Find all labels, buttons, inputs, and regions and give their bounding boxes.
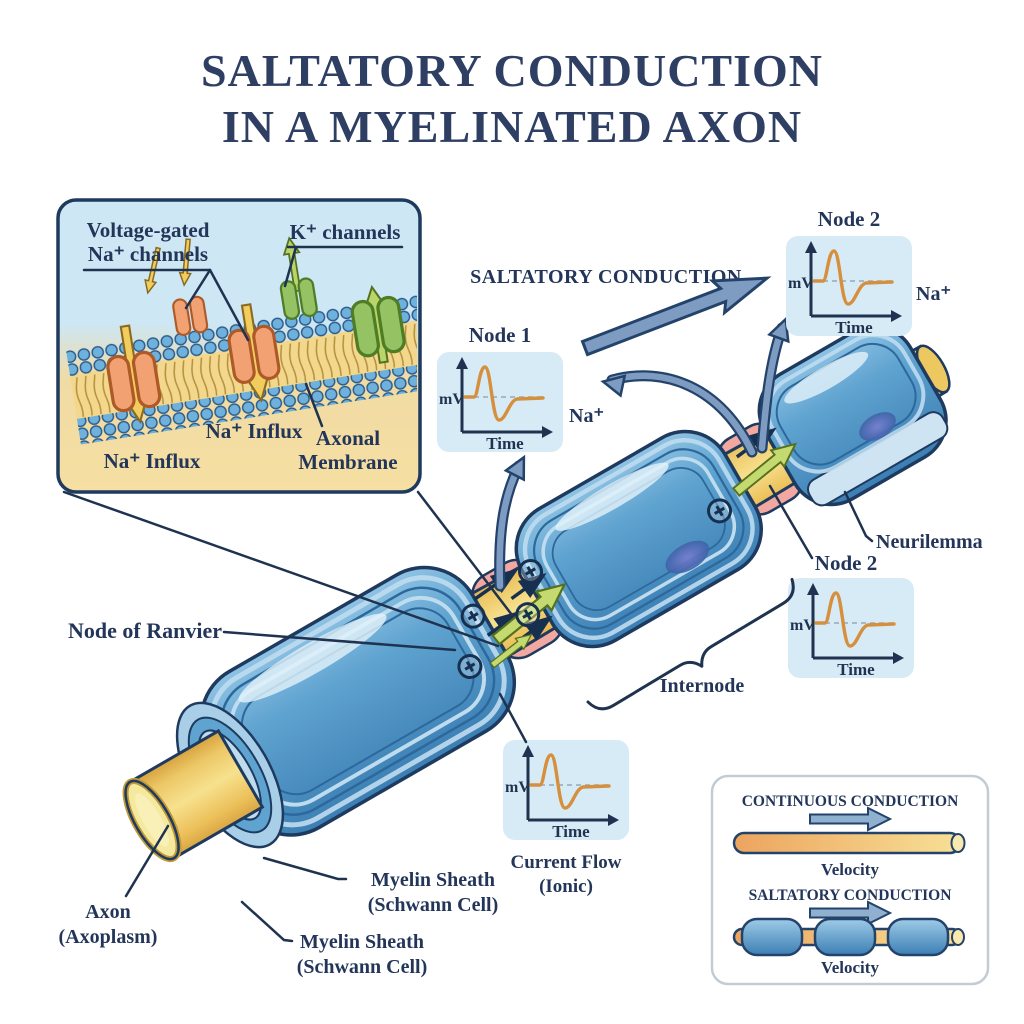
velocity-arrow-icon (809, 806, 893, 832)
graph-caption: Current Flow(Ionic) (511, 852, 622, 897)
myelinated-axon-icon (732, 917, 965, 957)
y-axis-label: mV (790, 617, 815, 634)
schwann-cell-nucleus (859, 412, 896, 441)
inset-label-k-channels: K⁺ channels (290, 220, 401, 244)
velocity-arrow-icon (809, 900, 893, 926)
graph-current-flow: mV Time Current Flow(Ionic) (501, 738, 631, 897)
graph-node-1: Node 1 mV Time Na⁺ (435, 323, 604, 454)
graph-node-2-right: Node 2 mV Time (786, 551, 916, 680)
label-node-of-ranvier: Node of Ranvier (68, 618, 222, 643)
page-title-line2: IN A MYELINATED AXON (222, 101, 802, 152)
myelin-segment-1 (122, 565, 517, 863)
inset-label-na-influx-mid: Na⁺ Influx (206, 419, 303, 443)
internode-brace (586, 577, 795, 711)
leader-node-of-ranvier (222, 630, 457, 652)
y-axis-label: mV (505, 779, 530, 796)
unmyelinated-axon-icon (732, 831, 966, 855)
schwann-cell-nucleus (665, 540, 710, 574)
leader-current-flow (498, 692, 528, 744)
leader-line (184, 268, 212, 310)
graph-title: Node 2 (818, 207, 880, 231)
inset-wedge-line-right (416, 490, 514, 617)
label-myelin-sheath-1: Myelin Sheath(Schwann Cell) (368, 869, 499, 916)
legend-continuous-velocity: Velocity (821, 860, 879, 879)
graph-title: Node 2 (815, 551, 877, 575)
phospholipid-bilayer (66, 236, 417, 445)
leader-line (304, 382, 324, 428)
label-myelin-sheath-2: Myelin Sheath(Schwann Cell) (297, 931, 428, 978)
graph-node-2-top: Node 2 mV Time Na⁺ (784, 207, 951, 338)
axoplasm-protrusion (122, 728, 265, 863)
x-axis-label: Time (835, 318, 873, 337)
myelin-segment-3 (757, 324, 949, 507)
curved-arrow-node1-to-graph (494, 451, 535, 592)
x-axis-label: Time (837, 660, 875, 679)
x-axis-label: Time (552, 822, 590, 841)
leader-axon (124, 824, 170, 898)
ion-label: Na⁺ (569, 405, 604, 427)
leader-node2-right (768, 484, 814, 560)
inset-label-na-influx-left: Na⁺ Influx (104, 449, 201, 473)
legend-saltatory-title: SALTATORY CONDUCTION (749, 887, 952, 904)
graph-title: Node 1 (469, 323, 531, 347)
leader-line (208, 268, 250, 342)
leader-myelin-2 (240, 900, 294, 943)
y-axis-label: mV (439, 391, 464, 408)
label-internode: Internode (660, 675, 745, 697)
ion-label: Na⁺ (916, 283, 951, 305)
legend-box: CONTINUOUS CONDUCTION Velocity SALTATORY… (710, 774, 990, 986)
x-axis-label: Time (486, 434, 524, 453)
inset-wedge-line-left (62, 490, 500, 648)
leader-myelin-1 (262, 856, 348, 881)
saltatory-conduction-heading: SALTATORY CONDUCTION (470, 266, 742, 288)
curved-arrow-node2-up-right (756, 314, 797, 454)
leader-neurilemma (843, 490, 874, 543)
myelin-highlight (555, 462, 669, 531)
leader-line (283, 245, 298, 288)
label-axon: Axon(Axoplasm) (59, 901, 158, 948)
myelin-highlight (238, 613, 387, 703)
legend-saltatory-velocity: Velocity (821, 958, 879, 977)
legend-continuous-title: CONTINUOUS CONDUCTION (742, 793, 959, 810)
curved-arrow-node2-up-left (599, 370, 758, 458)
label-neurilemma: Neurilemma (876, 531, 983, 553)
myelinated-axon (122, 324, 951, 863)
y-axis-label: mV (788, 275, 813, 292)
myelin-segment-2 (514, 429, 764, 649)
myelin-highlight (784, 351, 869, 404)
page-title-line1: SALTATORY CONDUCTION (201, 45, 823, 96)
saltatory-jump-arrow (580, 276, 772, 357)
